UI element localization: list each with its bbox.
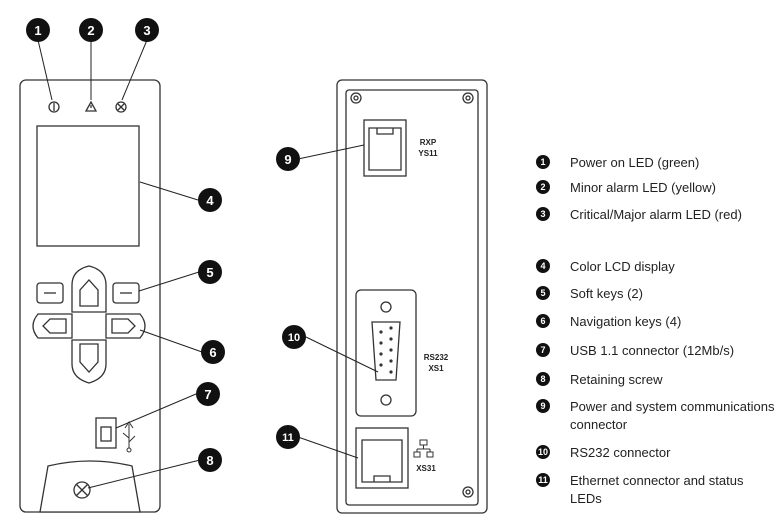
- svg-text:5: 5: [206, 265, 213, 280]
- legend-text: Power on LED (green): [570, 155, 700, 170]
- legend-number: 4: [536, 259, 550, 273]
- callout-11: 11: [276, 425, 300, 449]
- legend-text: Color LCD display: [570, 259, 675, 274]
- legend-number: 5: [536, 286, 550, 300]
- legend-number: 6: [536, 314, 550, 328]
- ys11-connector: [363, 119, 407, 177]
- leader-lines: [37, 39, 379, 489]
- legend-number: 9: [536, 399, 550, 413]
- retaining-screw-tab: [39, 460, 141, 513]
- soft-key-left: [36, 282, 64, 304]
- nav-key-left: [32, 313, 73, 339]
- legend-item: 10 RS232 connector: [536, 444, 775, 462]
- callout-8: 8: [198, 448, 222, 472]
- usb-icon: [122, 421, 136, 453]
- svg-text:7: 7: [204, 387, 211, 402]
- power-led-icon: [48, 101, 60, 113]
- legend-text: USB 1.1 connector (12Mb/s): [570, 343, 735, 358]
- critical-led-icon: [115, 101, 127, 113]
- legend-text: Ethernet connector and status LEDs: [570, 473, 744, 506]
- legend-number: 8: [536, 372, 550, 386]
- callout-5: 5: [198, 260, 222, 284]
- nav-key-up: [71, 265, 107, 313]
- corner-screw-icon: [462, 486, 474, 498]
- lcd-display: [36, 125, 140, 247]
- svg-text:4: 4: [206, 193, 214, 208]
- legend-item: 8 Retaining screw: [536, 371, 775, 389]
- legend-item: 6 Navigation keys (4): [536, 313, 775, 331]
- legend-item: 2 Minor alarm LED (yellow): [536, 179, 775, 197]
- corner-screw-icon: [462, 92, 474, 104]
- legend-number: 10: [536, 445, 550, 459]
- svg-text:2: 2: [87, 23, 94, 38]
- legend-number: 11: [536, 473, 550, 487]
- legend-text: RS232 connector: [570, 445, 671, 460]
- front-panel: [19, 79, 161, 513]
- legend-item: 5 Soft keys (2): [536, 285, 775, 303]
- nav-key-right: [105, 313, 146, 339]
- svg-text:8: 8: [206, 453, 213, 468]
- callout-10: 10: [282, 325, 306, 349]
- legend-number: 7: [536, 343, 550, 357]
- legend-item: 9 Power and system communications connec…: [536, 398, 775, 434]
- legend-item: 1 Power on LED (green): [536, 154, 775, 172]
- legend-text: Minor alarm LED (yellow): [570, 180, 716, 195]
- legend-number: 1: [536, 155, 550, 169]
- network-icon: [413, 439, 434, 458]
- legend-item: 3 Critical/Major alarm LED (red): [536, 206, 775, 224]
- callout-6: 6: [201, 340, 225, 364]
- callout-4: 4: [198, 188, 222, 212]
- svg-text:11: 11: [282, 432, 294, 444]
- svg-text:9: 9: [284, 152, 291, 167]
- svg-text:6: 6: [209, 345, 216, 360]
- legend-text: Retaining screw: [570, 372, 663, 387]
- soft-key-right: [112, 282, 140, 304]
- corner-screw-icon: [350, 92, 362, 104]
- legend-item: 11 Ethernet connector and status LEDs: [536, 472, 775, 508]
- callouts: 1 2 3 4 5 6 7 8 9 10 11: [26, 18, 306, 472]
- ethernet-connector: [355, 427, 409, 489]
- callout-9: 9: [276, 147, 300, 171]
- warning-led-icon: [84, 100, 98, 112]
- legend-number: 2: [536, 180, 550, 194]
- legend-item: 7 USB 1.1 connector (12Mb/s): [536, 342, 775, 360]
- callout-3: 3: [135, 18, 159, 42]
- svg-text:10: 10: [288, 332, 300, 344]
- callout-2: 2: [79, 18, 103, 42]
- callout-1: 1: [26, 18, 50, 42]
- rxp-label: RXP: [420, 138, 437, 147]
- svg-text:1: 1: [34, 23, 41, 38]
- legend-text: Power and system communications connecto…: [570, 399, 775, 432]
- legend-item: 4 Color LCD display: [536, 258, 775, 276]
- retaining-screw-icon: [73, 481, 91, 499]
- usb-port: [95, 417, 117, 449]
- callout-7: 7: [196, 382, 220, 406]
- xs1-label: XS1: [428, 364, 444, 373]
- legend-text: Soft keys (2): [570, 286, 643, 301]
- legend-text: Critical/Major alarm LED (red): [570, 207, 742, 222]
- rear-panel: [336, 79, 488, 514]
- rs232-connector: [355, 289, 417, 417]
- svg-text:3: 3: [143, 23, 150, 38]
- nav-key-down: [71, 339, 107, 384]
- legend-number: 3: [536, 207, 550, 221]
- ys11-label: YS11: [418, 149, 438, 158]
- legend-text: Navigation keys (4): [570, 314, 682, 329]
- legend: 1 Power on LED (green) 2 Minor alarm LED…: [536, 0, 780, 532]
- rs232-label: RS232: [424, 353, 449, 362]
- xs31-label: XS31: [416, 464, 436, 473]
